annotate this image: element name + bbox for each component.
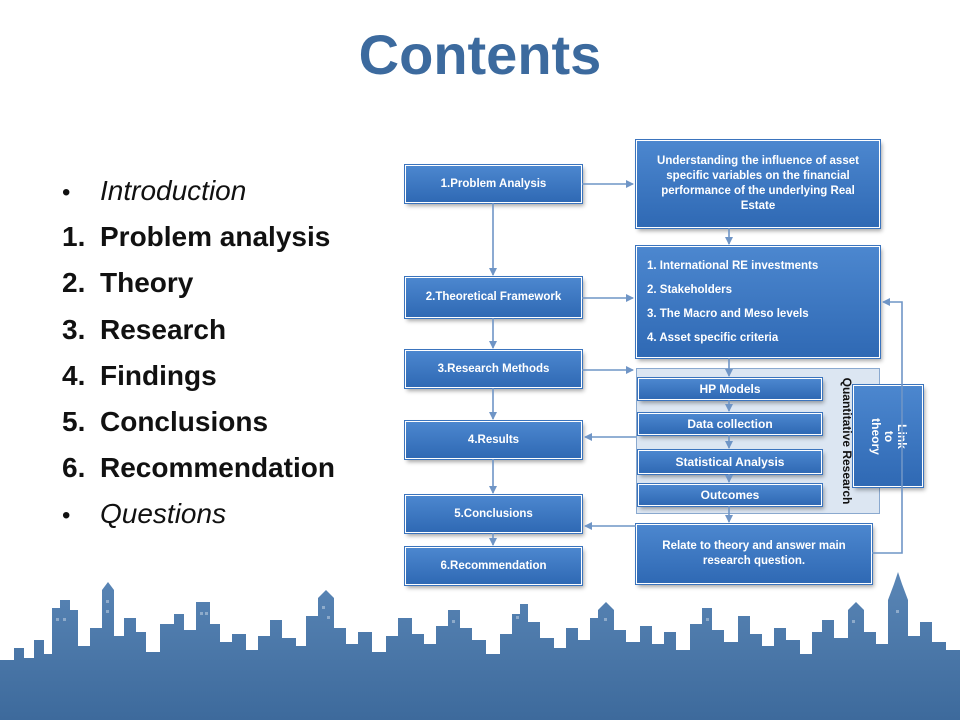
- number-marker: 4.: [62, 359, 86, 391]
- agenda-item-introduction: • Introduction: [60, 168, 335, 214]
- agenda-item-label: Recommendation: [100, 452, 335, 484]
- number-marker: 6.: [62, 452, 86, 484]
- method-outcomes: Outcomes: [638, 484, 822, 506]
- agenda-item-label: Questions: [100, 498, 227, 530]
- number-marker: 3.: [62, 313, 86, 345]
- bullet-marker: •: [62, 179, 71, 206]
- agenda-item-problem-analysis: 1. Problem analysis: [60, 214, 335, 260]
- agenda-item-questions: • Questions: [60, 491, 335, 537]
- city-skyline-illustration: [0, 572, 960, 720]
- bullet-marker: •: [62, 502, 71, 530]
- agenda-item-findings: 4. Findings: [60, 353, 335, 399]
- agenda-item-label: Research: [100, 313, 227, 345]
- number-marker: 5.: [62, 405, 86, 437]
- link-to-theory-box: Link to theory: [853, 385, 923, 487]
- step-problem-analysis: 1.Problem Analysis: [405, 165, 582, 203]
- agenda-item-recommendation: 6. Recommendation: [60, 445, 335, 491]
- goal-box: Understanding the influence of asset spe…: [636, 140, 880, 228]
- feedback-connector: [872, 298, 903, 554]
- method-hp-models: HP Models: [638, 378, 822, 400]
- criteria-item: 4. Asset specific criteria: [647, 332, 779, 344]
- step-theoretical-framework: 2.Theoretical Framework: [405, 277, 582, 318]
- criteria-item: 2. Stakeholders: [647, 284, 733, 296]
- agenda-item-label: Problem analysis: [100, 221, 331, 253]
- step-recommendation: 6.Recommendation: [405, 547, 582, 585]
- step-results: 4.Results: [405, 421, 582, 459]
- method-data-collection: Data collection: [638, 413, 822, 435]
- slide-title: Contents: [358, 23, 602, 86]
- agenda-item-label: Findings: [100, 359, 217, 391]
- step-research-methods: 3.Research Methods: [405, 350, 582, 388]
- method-statistical-analysis: Statistical Analysis: [638, 450, 822, 474]
- criteria-item: 1. International RE investments: [647, 260, 819, 272]
- step-conclusions: 5.Conclusions: [405, 495, 582, 533]
- agenda-item-label: Theory: [100, 267, 194, 299]
- criteria-item: 3. The Macro and Meso levels: [647, 308, 809, 320]
- number-marker: 1.: [62, 221, 86, 253]
- agenda-list: • Introduction 1. Problem analysis 2. Theor…: [60, 168, 335, 538]
- agenda-item-conclusions: 5. Conclusions: [60, 399, 335, 445]
- agenda-item-label: Introduction: [100, 175, 247, 206]
- relate-to-theory-box: Relate to theory and answer main researc…: [636, 524, 872, 584]
- number-marker: 2.: [62, 267, 86, 299]
- agenda-item-label: Conclusions: [100, 405, 269, 437]
- agenda-item-theory: 2. Theory: [60, 260, 335, 306]
- criteria-box: 1. International RE investments 2. Stake…: [636, 246, 880, 358]
- agenda-item-research: 3. Research: [60, 307, 335, 353]
